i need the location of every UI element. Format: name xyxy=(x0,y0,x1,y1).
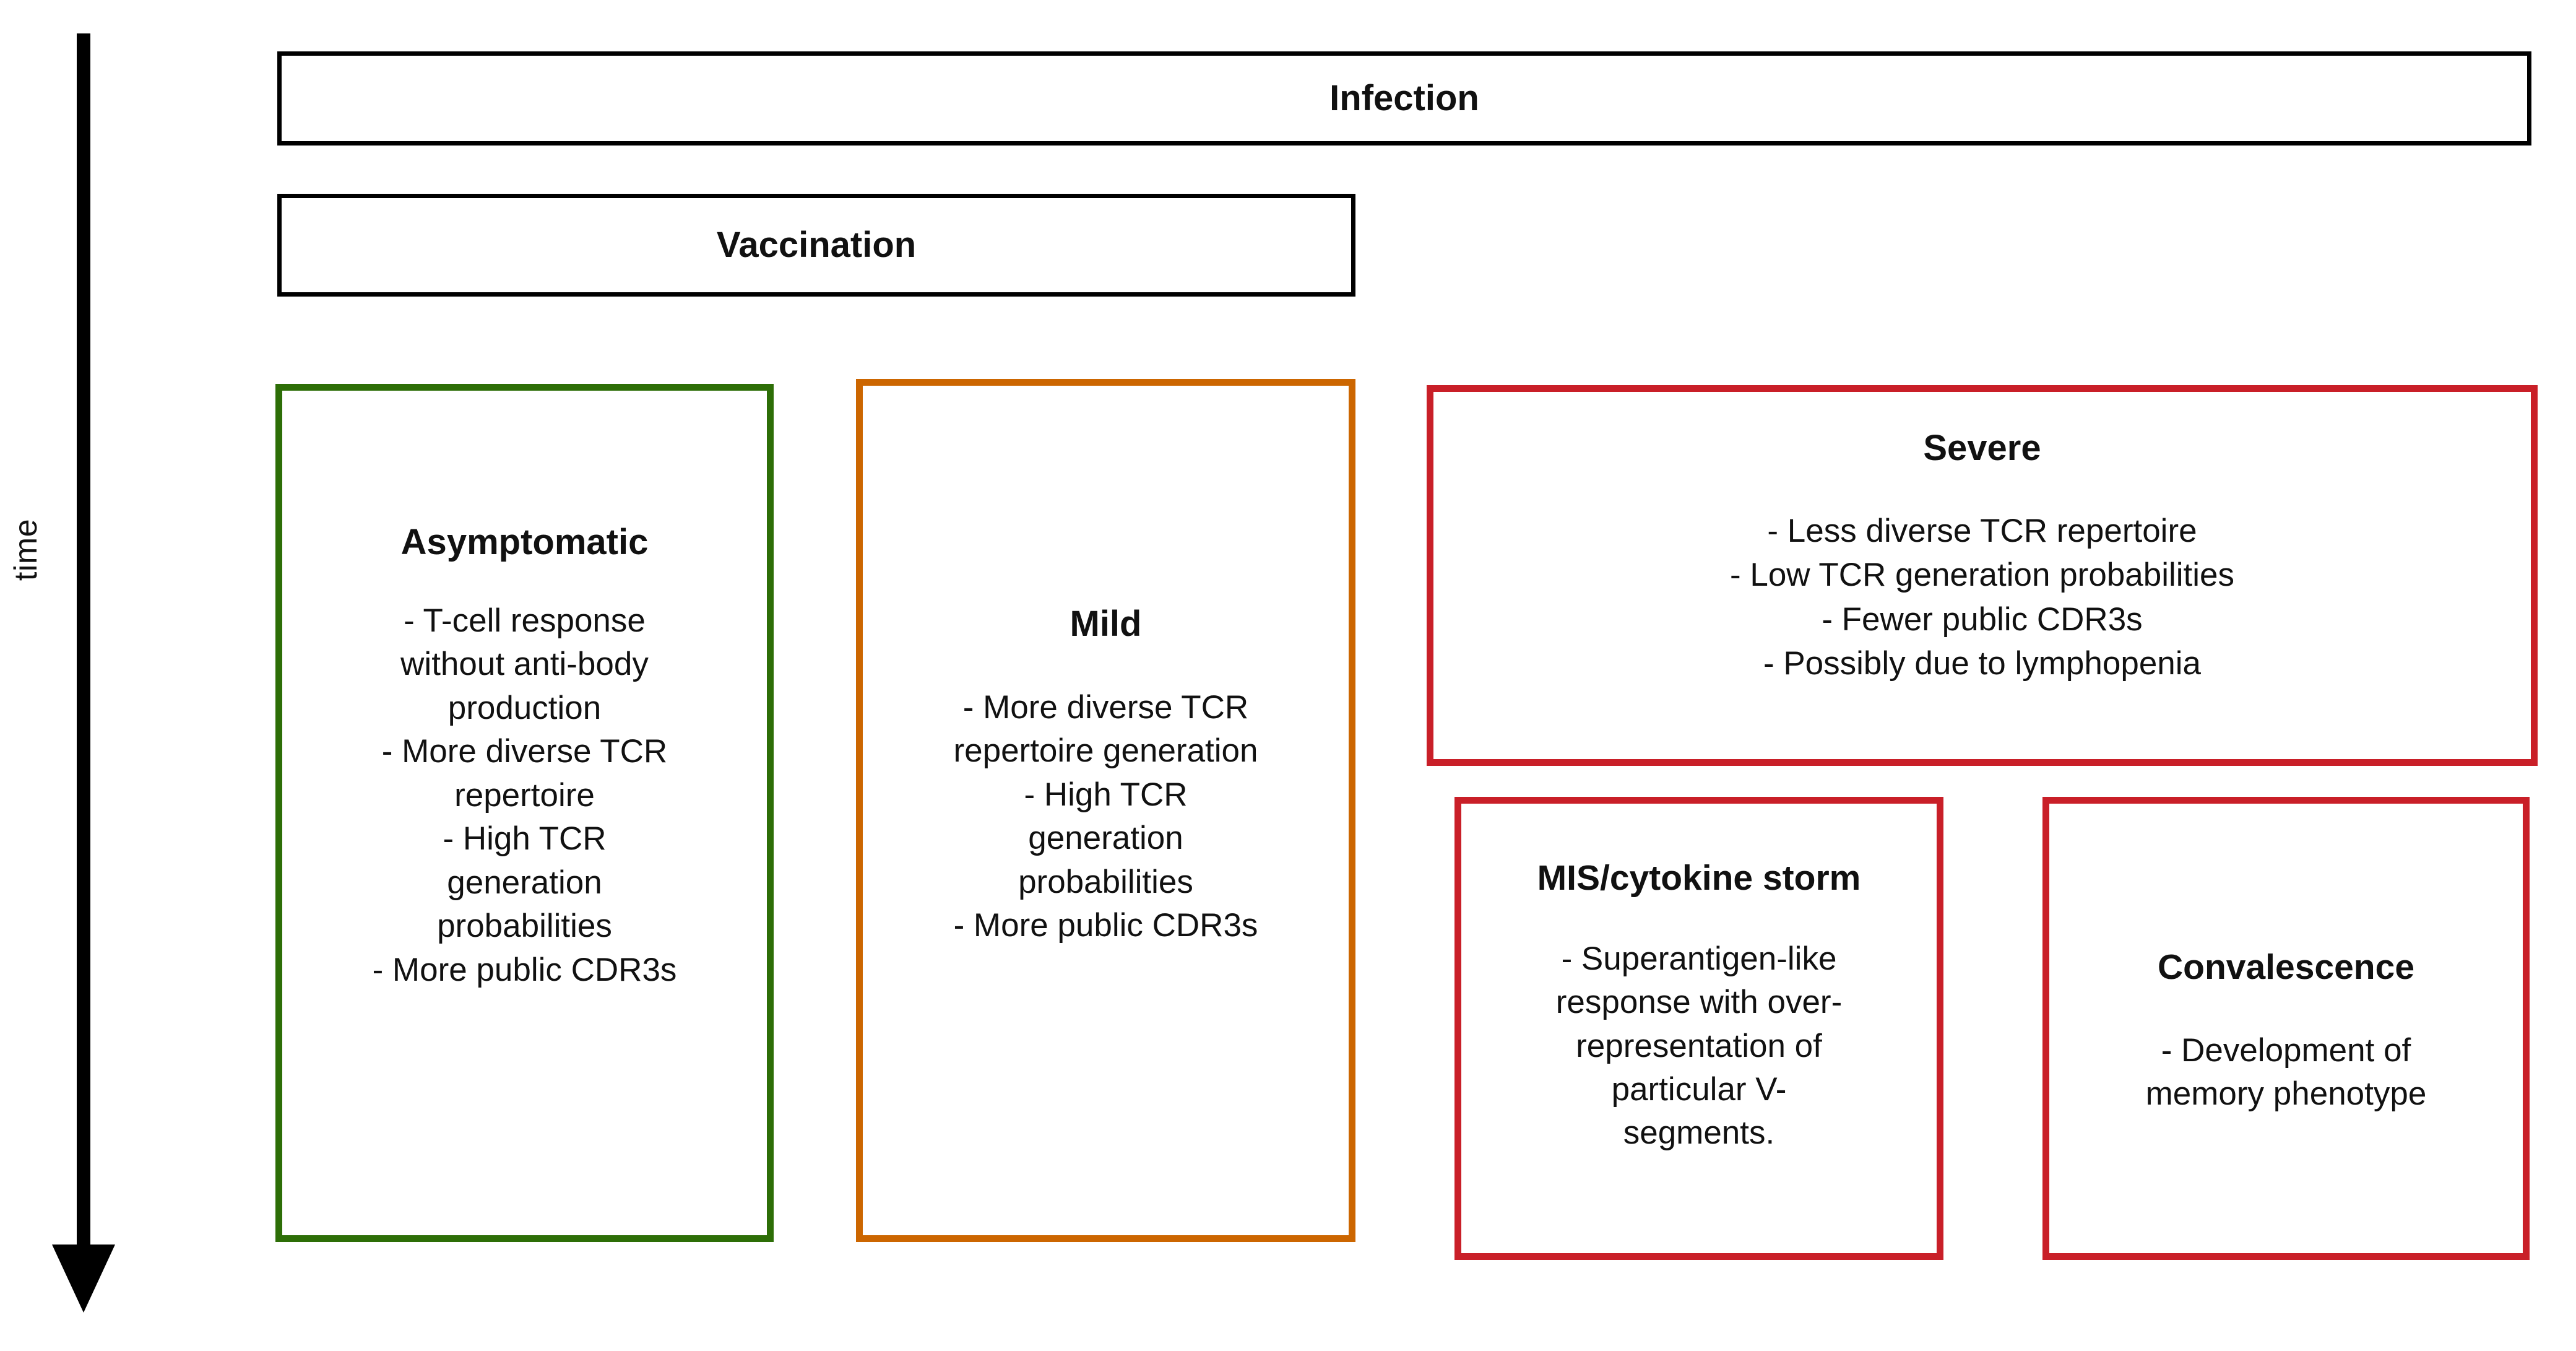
bullet-line: memory phenotype xyxy=(2145,1075,2427,1113)
outcome-box-asymptomatic: Asymptomatic - T-cell response without a… xyxy=(275,384,774,1242)
outcome-box-severe: Severe - Less diverse TCR repertoire - L… xyxy=(1427,385,2538,766)
outcome-box-severe-bullets: - Less diverse TCR repertoire - Low TCR … xyxy=(1730,509,2234,686)
bullet-line: - Less diverse TCR repertoire xyxy=(1767,512,2197,549)
banner-vaccination-title: Vaccination xyxy=(716,224,917,265)
bullet-line: probabilities xyxy=(1018,863,1193,900)
outcome-box-mis-cytokine-storm-bullets: - Superantigen-like response with over- … xyxy=(1556,937,1842,1155)
bullet-line: segments. xyxy=(1623,1114,1775,1152)
outcome-box-mild-title: Mild xyxy=(1070,604,1142,644)
bullet-line: - Possibly due to lymphopenia xyxy=(1763,645,2202,682)
bullet-line: - Fewer public CDR3s xyxy=(1822,601,2143,638)
bullet-line: - Superantigen-like xyxy=(1561,940,1837,977)
timeline-label: time xyxy=(8,518,44,581)
bullet-line: - More public CDR3s xyxy=(372,951,677,988)
bullet-line: particular V- xyxy=(1611,1071,1787,1108)
bullet-line: production xyxy=(447,689,602,726)
outcome-box-convalescence-bullets: - Development of memory phenotype xyxy=(2146,1029,2427,1116)
bullet-line: generation xyxy=(447,864,602,901)
outcome-box-severe-title: Severe xyxy=(1923,428,2041,468)
outcome-box-mild: Mild - More diverse TCR repertoire gener… xyxy=(856,379,1355,1242)
bullet-line: repertoire generation xyxy=(953,732,1258,770)
bullet-line: representation of xyxy=(1576,1027,1822,1064)
bullet-line: probabilities xyxy=(437,908,612,945)
banner-infection: Infection xyxy=(277,51,2531,146)
timeline-axis xyxy=(77,33,90,1247)
bullet-line: - High TCR xyxy=(443,820,607,858)
outcome-box-convalescence: Convalescence - Development of memory ph… xyxy=(2042,797,2530,1260)
bullet-line: - More diverse TCR xyxy=(962,689,1249,726)
timeline-arrow-icon xyxy=(52,1245,115,1313)
bullet-line: - Development of xyxy=(2161,1032,2411,1069)
outcome-box-mis-cytokine-storm-title: MIS/cytokine storm xyxy=(1537,858,1861,898)
banner-vaccination: Vaccination xyxy=(277,194,1355,297)
bullet-line: - Low TCR generation probabilities xyxy=(1729,557,2235,594)
bullet-line: repertoire xyxy=(454,776,595,814)
banner-infection-title: Infection xyxy=(1329,77,1479,118)
bullet-line: - More diverse TCR xyxy=(381,733,668,770)
outcome-box-convalescence-title: Convalescence xyxy=(2157,947,2415,987)
bullet-line: response with over- xyxy=(1555,984,1843,1021)
outcome-box-asymptomatic-title: Asymptomatic xyxy=(400,522,649,562)
outcome-box-mis-cytokine-storm: MIS/cytokine storm - Superantigen-like r… xyxy=(1454,797,1943,1260)
outcome-box-asymptomatic-bullets: - T-cell response without anti-body prod… xyxy=(373,599,677,992)
bullet-line: generation xyxy=(1028,820,1183,857)
bullet-line: - More public CDR3s xyxy=(953,907,1258,944)
outcome-box-mild-bullets: - More diverse TCR repertoire generation… xyxy=(953,686,1258,948)
bullet-line: - High TCR xyxy=(1024,776,1188,813)
bullet-line: - T-cell response xyxy=(404,602,646,639)
bullet-line: without anti-body xyxy=(400,646,649,683)
